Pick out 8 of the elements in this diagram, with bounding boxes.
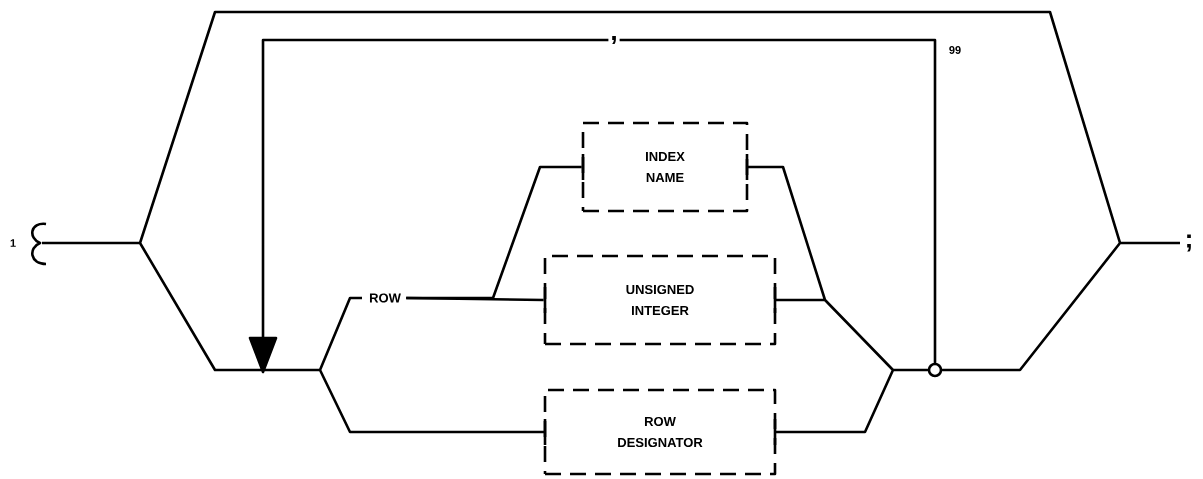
dashed-box: UNSIGNED INTEGER xyxy=(543,254,777,346)
syntax-symbol: 99 xyxy=(949,46,961,54)
dashed-box: INDEX NAME xyxy=(581,121,749,213)
keyword-text: ROW xyxy=(370,293,401,303)
syntax-symbol: ; xyxy=(1187,234,1191,252)
track-line xyxy=(406,296,544,302)
dashed-box: ROW DESIGNATOR xyxy=(543,388,777,476)
syntax-symbol: 1 xyxy=(10,239,16,247)
